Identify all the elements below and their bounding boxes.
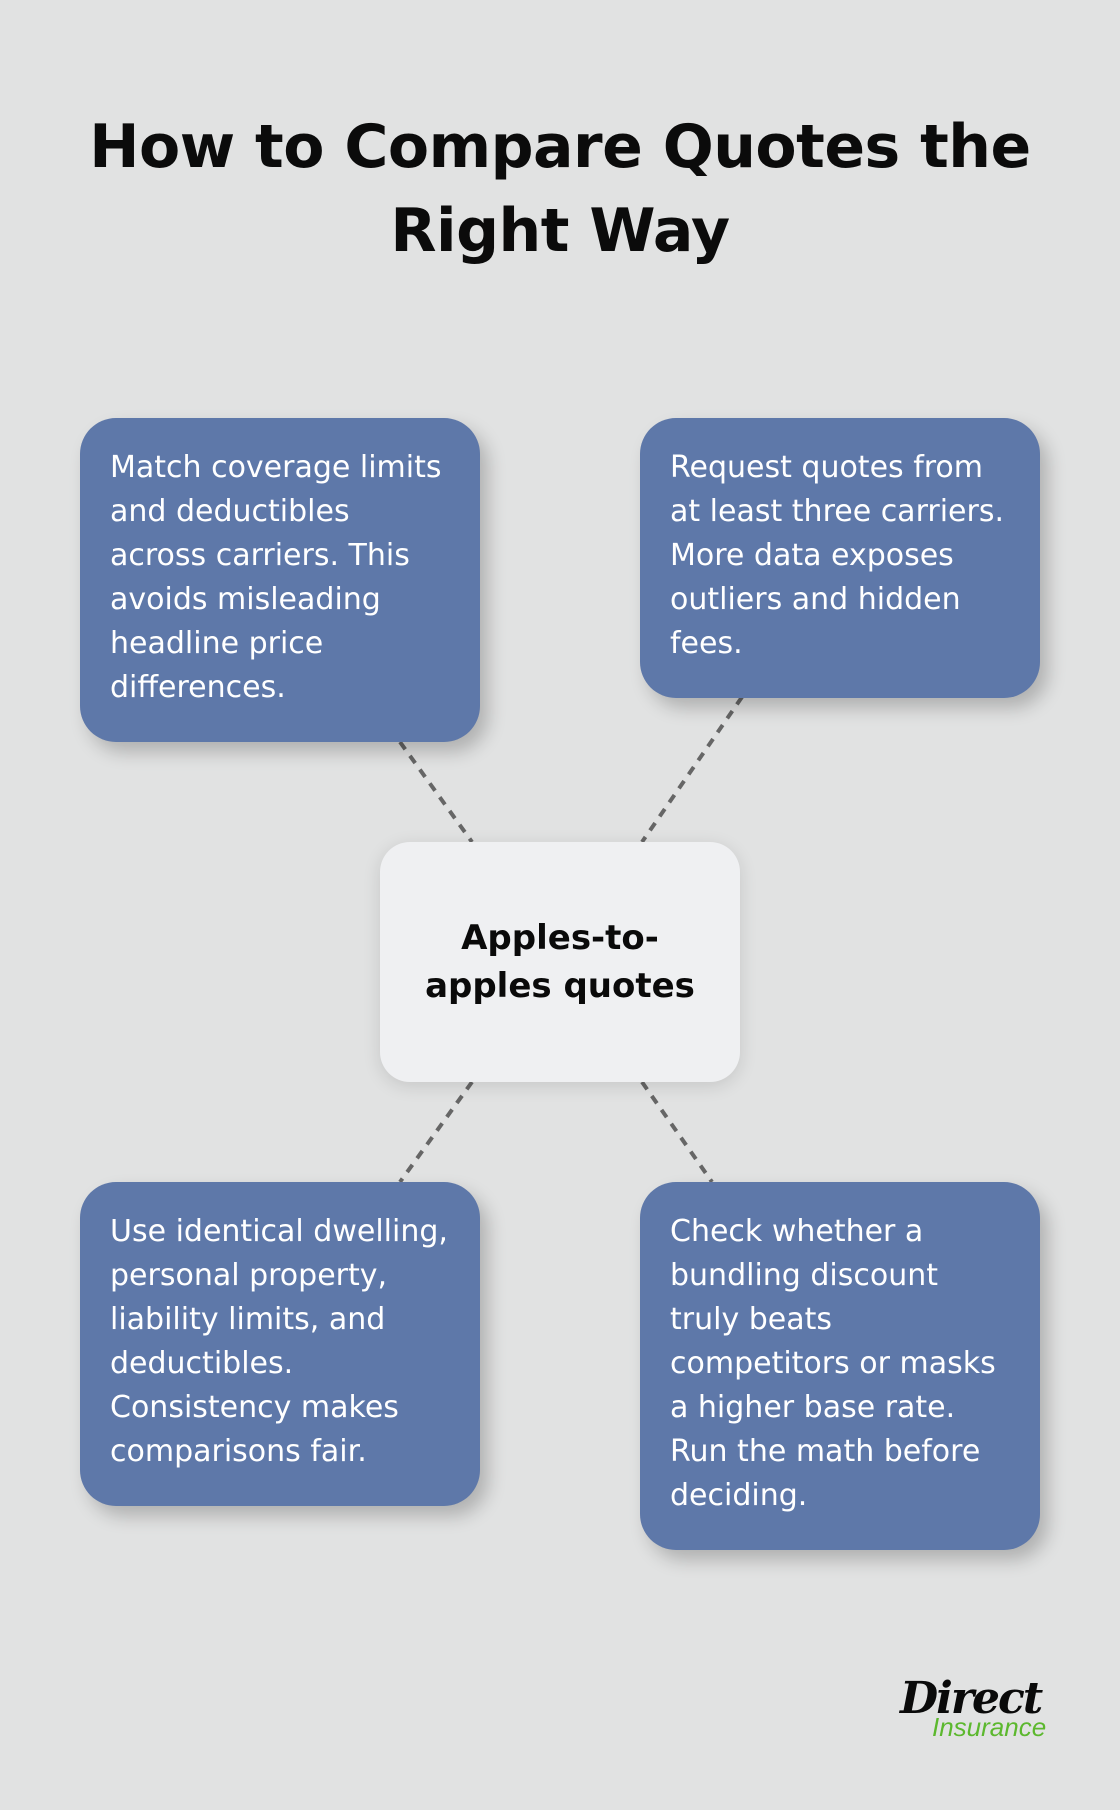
card-bottom-left: Use identical dwelling, personal propert… [80,1182,480,1506]
card-top-right: Request quotes from at least three carri… [640,418,1040,698]
page-title: How to Compare Quotes the Right Way [89,112,1031,266]
card-top-left: Match coverage limits and deductibles ac… [80,418,480,742]
logo-insurance-text: Insurance [932,1712,1047,1742]
brand-logo: Direct Insurance [900,1673,1060,1742]
center-node-label: Apples-to-apples quotes [425,918,695,1006]
card-bottom-right: Check whether a bundling discount truly … [640,1182,1040,1550]
logo-direct-text: Direct [900,1673,1043,1724]
center-node: Apples-to-apples quotes [380,842,740,1082]
